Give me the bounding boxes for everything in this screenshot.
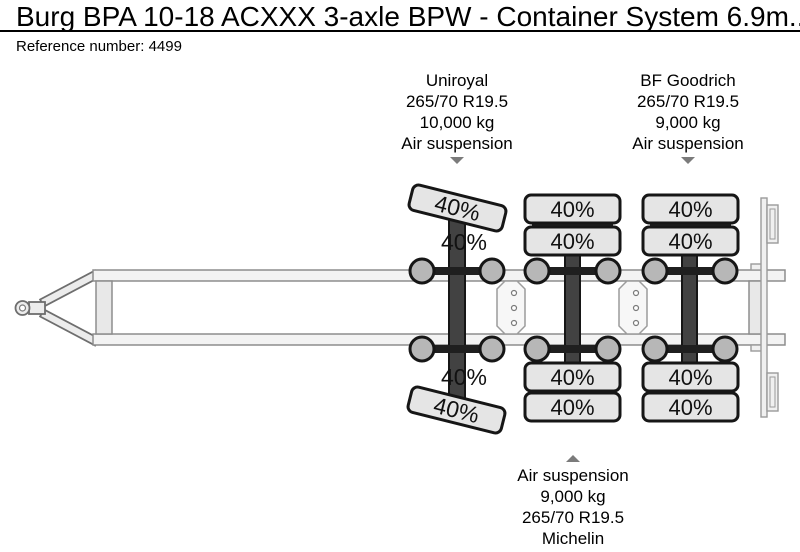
spec-load: 9,000 kg xyxy=(540,487,606,506)
twistlock-plate-bottom xyxy=(766,372,779,412)
tire-tread-label: 40% xyxy=(550,365,594,390)
tire-body xyxy=(407,183,508,233)
suspension-mount xyxy=(641,257,669,285)
tire-tread-label: 40% xyxy=(668,229,712,254)
tire-body xyxy=(641,225,740,257)
suspension-mount xyxy=(641,335,669,363)
suspension-mount xyxy=(594,335,622,363)
spec-brand: Michelin xyxy=(541,529,605,548)
tire-body xyxy=(641,391,740,423)
rivet-hole xyxy=(632,289,640,297)
drawbar-arm-lower xyxy=(38,308,101,347)
suspension-bar-top xyxy=(655,267,725,275)
axle-2: 40% 40% 40% 40% xyxy=(523,193,622,423)
suspension-mount xyxy=(408,335,436,363)
tire-body xyxy=(641,193,740,225)
suspension-mount xyxy=(711,257,739,285)
suspension-bar-bottom xyxy=(422,345,492,353)
inner-tread-label: 40% xyxy=(441,229,487,255)
tire-tread-label: 40% xyxy=(668,197,712,222)
pointer-down-icon xyxy=(681,157,695,164)
spec-suspension: Air suspension xyxy=(517,466,629,485)
drawbar-stub xyxy=(28,301,46,315)
tire-tread-label: 40% xyxy=(668,365,712,390)
rear-bumper xyxy=(748,197,779,418)
suspension-bar-bottom xyxy=(655,345,725,353)
tire-body xyxy=(406,385,507,435)
tire-tread-label: 40% xyxy=(432,190,483,226)
suspension-mount xyxy=(408,257,436,285)
drawbar xyxy=(14,269,101,347)
spec-load: 10,000 kg xyxy=(419,113,495,132)
suspension-mount xyxy=(594,257,622,285)
pointer-down-icon xyxy=(450,157,464,164)
rivet-hole xyxy=(510,304,518,312)
inner-tread-label: 40% xyxy=(441,364,487,390)
tire-body xyxy=(523,225,622,257)
spec-tire-size: 265/70 R19.5 xyxy=(405,92,509,111)
rear-beam xyxy=(760,197,768,418)
tire-tread-label: 40% xyxy=(431,392,482,428)
tire-tread-label: 40% xyxy=(550,229,594,254)
front-axle-spec-label: Uniroyal 265/70 R19.5 10,000 kg Air susp… xyxy=(357,70,557,164)
twistlock-detail-top xyxy=(769,208,776,240)
rivet-hole xyxy=(510,289,518,297)
suspension-bar-top xyxy=(422,267,492,275)
suspension-bar-bottom xyxy=(537,345,608,353)
spec-brand: BF Goodrich xyxy=(640,71,736,90)
suspension-mount xyxy=(523,257,551,285)
tire-tread-label: 40% xyxy=(550,197,594,222)
spec-load: 9,000 kg xyxy=(655,113,721,132)
suspension-mount xyxy=(478,257,506,285)
axle-1: 40% 40% 40% 40% xyxy=(406,183,508,435)
tire-body xyxy=(641,361,740,393)
tire-tread-label: 40% xyxy=(550,395,594,420)
rivet-hole xyxy=(632,319,640,327)
suspension-mount xyxy=(711,335,739,363)
spec-suspension: Air suspension xyxy=(632,134,744,153)
spec-suspension: Air suspension xyxy=(401,134,513,153)
tire-body xyxy=(523,391,622,423)
tire-body xyxy=(523,361,622,393)
drawbar-arm-upper xyxy=(38,269,101,308)
tire-body xyxy=(523,193,622,225)
tow-eye-hole xyxy=(18,304,27,312)
tire-tread-label: 40% xyxy=(668,395,712,420)
front-crossmember xyxy=(95,280,113,335)
rear-axle-spec-label: BF Goodrich 265/70 R19.5 9,000 kg Air su… xyxy=(588,70,788,164)
crossmember-plate-2 xyxy=(618,280,648,335)
suspension-bar-top xyxy=(537,267,608,275)
pointer-up-icon xyxy=(566,455,580,462)
rivet-hole xyxy=(510,319,518,327)
middle-axle-spec-label: Air suspension 9,000 kg 265/70 R19.5 Mic… xyxy=(473,455,673,549)
reference-number: Reference number: 4499 xyxy=(16,38,182,55)
twistlock-detail-bottom xyxy=(769,376,776,408)
title-divider xyxy=(0,30,800,32)
suspension-mount xyxy=(523,335,551,363)
spec-tire-size: 265/70 R19.5 xyxy=(636,92,740,111)
spec-tire-size: 265/70 R19.5 xyxy=(521,508,625,527)
axle-3: 40% 40% 40% 40% xyxy=(641,193,740,423)
crossmember-plate-1 xyxy=(496,280,526,335)
rivet-hole xyxy=(632,304,640,312)
spec-brand: Uniroyal xyxy=(425,71,489,90)
page-title: Burg BPA 10-18 ACXXX 3-axle BPW - Contai… xyxy=(16,1,800,32)
suspension-mount xyxy=(478,335,506,363)
twistlock-plate-top xyxy=(766,204,779,244)
